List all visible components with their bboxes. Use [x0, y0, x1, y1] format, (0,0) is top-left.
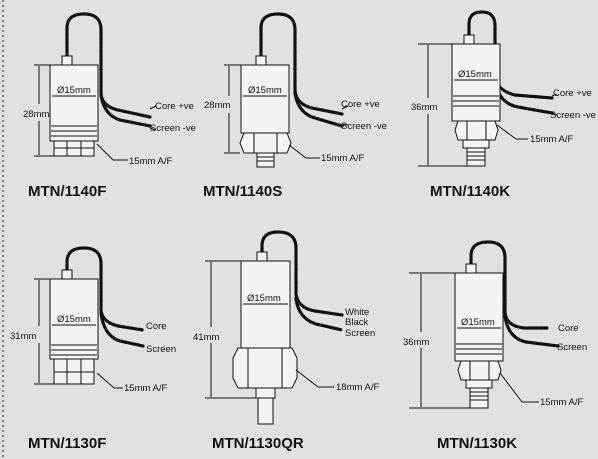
hex-nut [232, 347, 298, 389]
diameter-label: Ø15mm [458, 69, 492, 80]
sensor-mtn-1130qr: Ø15mm 41mm White Black Screen 18mm A/F M… [193, 230, 379, 452]
fitting-label: 15mm A/F [530, 134, 573, 145]
diameter-label: Ø15mm [248, 85, 282, 96]
collar [255, 387, 276, 399]
threaded-port [466, 147, 486, 167]
height-label: 28mm [23, 109, 49, 120]
cable [503, 314, 560, 348]
diameter-label: Ø15mm [247, 293, 281, 304]
sensor-body [49, 64, 99, 142]
diameter-label: Ø15mm [57, 314, 91, 325]
wire-label-1: Core [558, 323, 579, 334]
wire-label-3: Screen [345, 328, 375, 339]
sensor-body [451, 43, 501, 122]
model-title: MTN/1140S [203, 183, 282, 200]
fitting-label: 15mm A/F [321, 153, 364, 164]
wire-label-2: Screen -ve [150, 123, 196, 134]
pressure-port [256, 152, 275, 168]
cable [65, 246, 145, 332]
wire-label-2: Screen [146, 344, 176, 355]
wire-label-2: Screen -ve [550, 110, 596, 121]
cable [467, 10, 554, 100]
threaded-port [469, 387, 489, 409]
cable [65, 12, 152, 119]
fitting-label: 15mm A/F [124, 383, 167, 394]
model-title: MTN/1130K [437, 435, 517, 452]
fitting-label: 15mm A/F [129, 156, 172, 167]
hex-nut [454, 120, 499, 141]
collar [465, 379, 493, 389]
cable [293, 91, 344, 128]
diameter-label: Ø15mm [57, 85, 91, 96]
height-label: 36mm [403, 337, 429, 348]
cable [469, 240, 550, 330]
wire-label-2: Black [345, 317, 368, 328]
sensor-mtn-1130k: Ø15mm 36mm Core Screen 15mm A/F MTN/1130… [403, 240, 587, 452]
cable [99, 93, 152, 128]
cable [260, 230, 344, 317]
height-label: 41mm [193, 332, 219, 343]
fitting-label: 18mm A/F [336, 382, 379, 393]
model-title: MTN/1130QR [212, 435, 304, 452]
wire-label-1: Core +ve [155, 101, 194, 112]
wire-label-2: Screen -ve [341, 121, 387, 132]
sensor-body [240, 64, 290, 134]
height-label: 31mm [10, 331, 36, 342]
diameter-label: Ø15mm [461, 317, 495, 328]
wire-label-1: Core +ve [553, 88, 592, 99]
hex-nut [239, 132, 292, 154]
sensor-mtn-1140f: Ø15mm 28mm Core +ve Screen -ve 15mm A/F … [23, 12, 196, 200]
wire-label-1: Core +ve [341, 99, 380, 110]
cable [99, 311, 145, 348]
wire-label-1: White [345, 307, 369, 318]
model-title: MTN/1140F [28, 183, 106, 200]
hex-nut [457, 360, 502, 381]
sensor-body [454, 272, 504, 362]
wire-label-2: Screen [557, 342, 587, 353]
cable [259, 12, 344, 116]
threaded-port [257, 397, 274, 425]
height-label: 28mm [204, 100, 230, 111]
cable [294, 296, 344, 332]
sensor-mtn-1140s: Ø15mm 28mm Core +ve Screen -ve 15mm A/F … [203, 12, 387, 200]
sensor-mtn-1130f: Ø15mm 31mm Core Screen 15mm A/F MTN/1130… [10, 246, 176, 452]
model-title: MTN/1130F [28, 435, 106, 452]
wire-label-1: Core [146, 321, 167, 332]
height-label: 36mm [411, 102, 437, 113]
collar [462, 139, 490, 149]
sensor-mtn-1140k: Ø15mm 36mm Core +ve Screen -ve 15mm A/F … [411, 10, 596, 200]
model-title: MTN/1140K [430, 183, 510, 200]
fitting-label: 15mm A/F [540, 397, 583, 408]
